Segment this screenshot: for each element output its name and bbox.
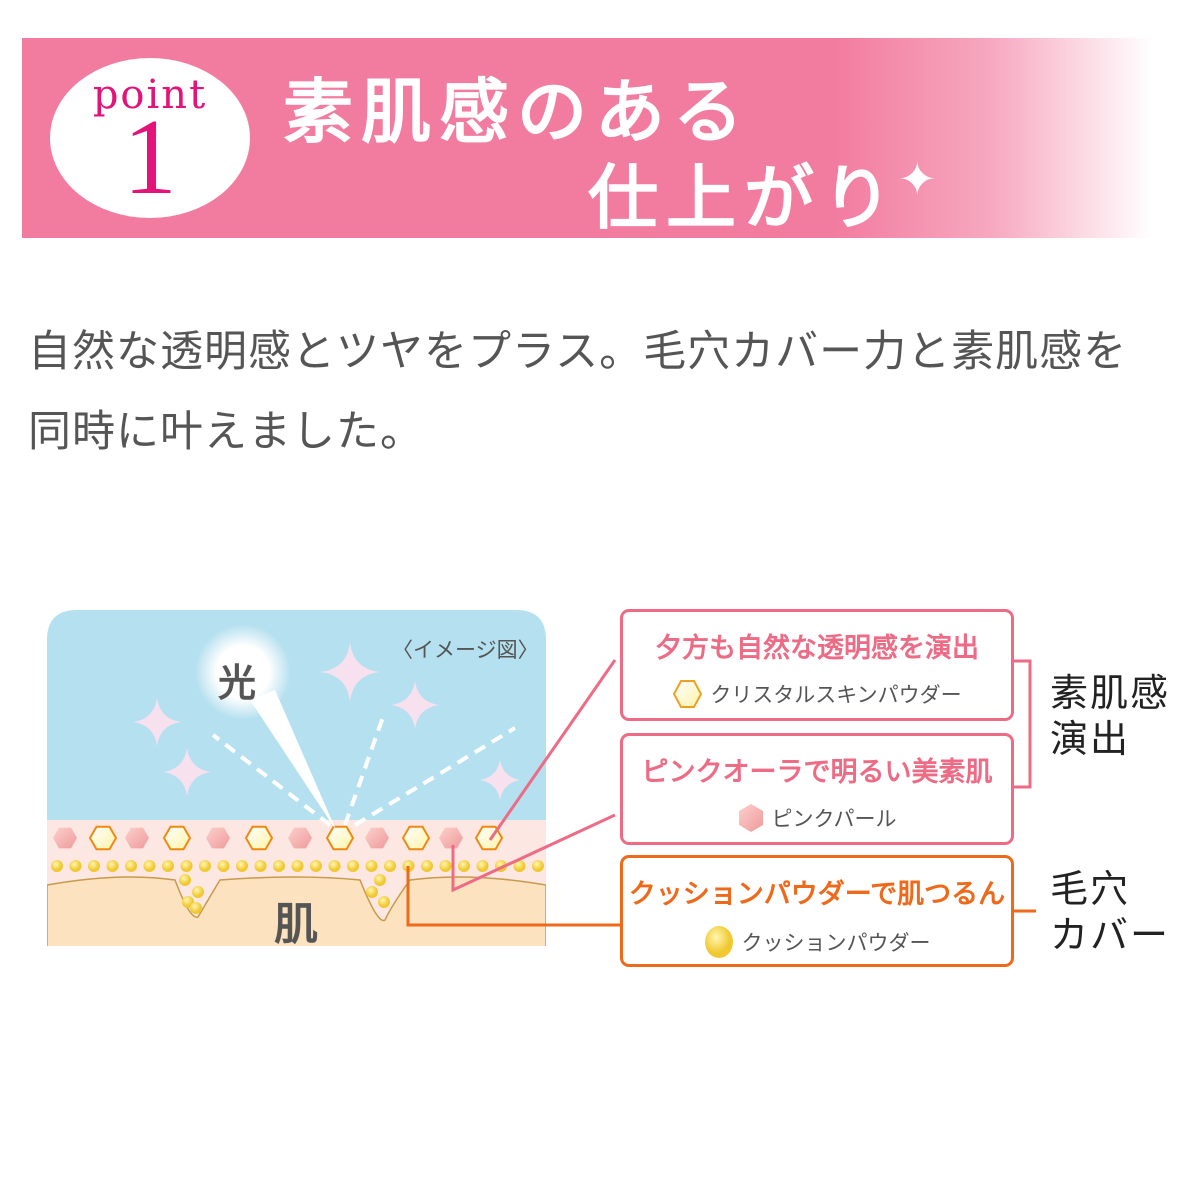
group-label-line: 演出: [1050, 717, 1131, 761]
skin-label: 肌: [274, 899, 318, 950]
cushion-powder-particle: [190, 902, 202, 914]
point-badge: point 1: [50, 58, 250, 218]
cushion-powder-particle: [273, 860, 285, 872]
group-label-pore-cover: 毛穴 カバー: [1050, 866, 1170, 958]
connector-crystal: [488, 659, 617, 841]
cushion-powder-particle: [254, 860, 267, 872]
ingredient-name: ピンクパール: [771, 807, 897, 831]
pink-hexagon-icon: [738, 804, 763, 832]
crystal-skin-powder-particle: [88, 825, 118, 851]
cushion-powder-particle: [291, 860, 304, 872]
cushion-powder-particle: [513, 860, 526, 872]
pink-pearl-particle: [288, 827, 312, 849]
point-number: 1: [123, 98, 177, 217]
crystal-skin-powder-particle: [162, 825, 192, 851]
cushion-powder-particle: [162, 860, 174, 872]
sparkle-icon: ✦: [898, 152, 937, 206]
group-label-line: カバー: [1050, 913, 1171, 957]
cushion-powder-particle: [374, 874, 386, 886]
sparkle-star-icon: [133, 698, 181, 746]
ingredient-name: クッションパウダー: [741, 931, 931, 955]
image-note: 〈イメージ図〉: [392, 638, 539, 662]
pink-pearl-particle: [439, 827, 463, 849]
cushion-powder-particle: [143, 860, 156, 872]
description-line1: 自然な透明感とツヤをプラス。毛穴カバー力と素肌感を: [28, 327, 1128, 377]
sparkle-star-icon: [480, 760, 520, 800]
pink-pearl-particle: [53, 827, 77, 849]
group-label-line: 素肌感: [1050, 671, 1171, 715]
point-label: point: [92, 72, 208, 118]
bracket-skin-feel: [1010, 659, 1032, 789]
cushion-powder-particle: [365, 860, 378, 872]
crystal-skin-powder-particle: [401, 825, 431, 851]
crystal-skin-powder-particle: [325, 825, 355, 851]
cushion-powder-particle: [421, 860, 433, 872]
light-beam: [250, 690, 336, 830]
title-line2: 仕上がり: [588, 157, 900, 239]
connector-pearl: [451, 813, 616, 893]
group-label-skin-feel: 素肌感 演出: [1050, 670, 1170, 762]
cushion-powder-particle: [476, 860, 489, 872]
cushion-powder-particle: [328, 860, 341, 872]
sparkle-star-icon: [320, 642, 380, 702]
cushion-powder-particle: [439, 860, 452, 872]
cushion-powder-particle: [347, 860, 359, 872]
reflection-arrow: [353, 726, 517, 827]
yellow-sphere-icon: [704, 926, 733, 958]
cushion-powder-particle: [51, 860, 63, 872]
feature-heading: クッションパウダーで肌つるん: [628, 879, 1006, 910]
hexagon-outline-icon: [673, 680, 703, 708]
cushion-powder-particle: [217, 860, 230, 872]
diagram-panel: [47, 610, 546, 946]
feature-heading: ピンクオーラで明るい美素肌: [641, 757, 993, 788]
cushion-powder-particle: [310, 860, 322, 872]
reflection-arrows: [211, 716, 517, 827]
feature-box-cushion: クッションパウダーで肌つるん クッションパウダー: [620, 855, 1014, 967]
cushion-powder-particle: [180, 860, 193, 872]
cushion-powder-particle: [199, 860, 211, 872]
reflection-arrow: [211, 733, 332, 827]
cushion-powder-particle: [179, 874, 191, 886]
cushion-powder-particle: [384, 860, 396, 872]
cushion-powder-particle: [88, 860, 100, 872]
cushion-powder-particle: [236, 860, 248, 872]
crystal-skin-powder-particle: [244, 825, 274, 851]
description-line2: 同時に叶えました。: [28, 407, 424, 457]
skin-surface: [47, 876, 546, 946]
cushion-powder-particle: [458, 860, 470, 872]
connector-cushion: [406, 866, 620, 927]
title-line1: 素肌感のある: [283, 71, 751, 153]
group-label-line: 毛穴: [1050, 867, 1131, 911]
pink-pearl-particle: [206, 827, 230, 849]
pink-pearl-particle: [125, 827, 149, 849]
description: 自然な透明感とツヤをプラス。毛穴カバー力と素肌感を 同時に叶えました。: [28, 312, 1188, 472]
feature-box-crystal: 夕方も自然な透明感を演出 クリスタルスキンパウダー: [620, 609, 1014, 721]
cushion-powder-particle: [378, 896, 390, 908]
feature-heading: 夕方も自然な透明感を演出: [655, 633, 979, 664]
feature-box-pearl: ピンクオーラで明るい美素肌 ピンクパール: [620, 733, 1014, 845]
sparkle-star-icon: [163, 748, 211, 796]
ingredient-name: クリスタルスキンパウダー: [710, 683, 962, 707]
cushion-powder-particle: [125, 860, 137, 872]
cushion-powder-particle: [532, 860, 544, 872]
light-label: 光: [218, 661, 257, 705]
cushion-powder-particle: [366, 886, 378, 898]
cushion-powder-particle: [106, 860, 119, 872]
sparkle-star-icon: [391, 681, 439, 729]
cushion-powder-particle: [69, 860, 82, 872]
pink-pearl-particle: [365, 827, 389, 849]
cushion-powder-particle: [192, 886, 204, 898]
